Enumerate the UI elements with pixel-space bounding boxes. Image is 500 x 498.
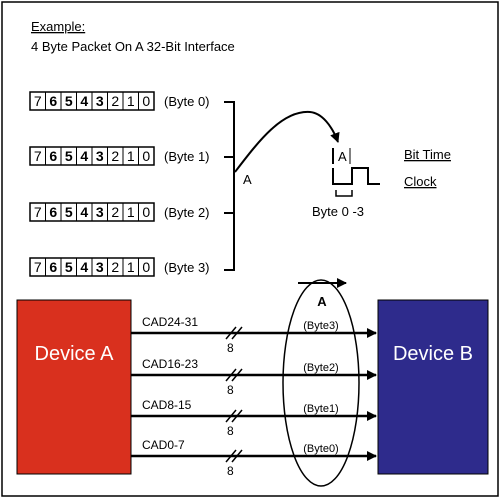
lane-slash <box>225 409 237 423</box>
clock-label: Clock <box>404 174 437 189</box>
bit-cell: 1 <box>127 259 135 275</box>
bit-cell: 1 <box>127 204 135 220</box>
lane-signal: CAD8-15 <box>142 398 192 412</box>
bit-cell: 5 <box>65 204 73 220</box>
lane-slash <box>225 326 237 340</box>
bus-lane: CAD16-23 8 (Byte2) <box>131 357 377 397</box>
bit-cell: 4 <box>80 204 88 220</box>
bit-cell: 2 <box>111 93 119 109</box>
lane-slash <box>231 368 243 382</box>
clock-marker-label: A <box>338 149 347 164</box>
bit-cell: 0 <box>142 148 150 164</box>
clock-waveform <box>332 167 380 185</box>
bit-cell: 5 <box>65 93 73 109</box>
bit-cell: 3 <box>96 93 104 109</box>
bit-cell: 7 <box>34 204 42 220</box>
bracket-label: A <box>243 172 252 187</box>
bit-time-span: Byte 0 -3 <box>312 204 364 219</box>
bit-cell: 5 <box>65 148 73 164</box>
bit-cell: 6 <box>49 148 57 164</box>
bit-cell: 0 <box>142 93 150 109</box>
bit-cell: 7 <box>34 259 42 275</box>
lane-width: 8 <box>227 424 234 438</box>
bit-cell: 4 <box>80 93 88 109</box>
lane-width: 8 <box>227 383 234 397</box>
lane-slash <box>225 368 237 382</box>
bus-label: A <box>317 294 327 309</box>
lane-payload: (Byte2) <box>303 362 338 374</box>
bit-cell: 3 <box>96 259 104 275</box>
bit-cell: 1 <box>127 148 135 164</box>
bit-cell: 3 <box>96 204 104 220</box>
bit-cell: 2 <box>111 148 119 164</box>
byte-label: (Byte 2) <box>164 205 210 220</box>
bit-cell: 6 <box>49 93 57 109</box>
curve-arrow <box>234 110 340 173</box>
bit-cell: 0 <box>142 204 150 220</box>
lane-payload: (Byte3) <box>303 320 338 332</box>
bus-ellipse <box>282 279 360 487</box>
device-a-label: Device A <box>35 343 115 365</box>
lane-width: 8 <box>227 464 234 478</box>
lane-slash <box>231 326 243 340</box>
byte-label: (Byte 0) <box>164 94 210 109</box>
bit-time-label: Bit Time <box>404 147 451 162</box>
bit-cell: 4 <box>80 259 88 275</box>
bus-lanes: CAD24-31 8 (Byte3) CAD16-23 8 (Byte2) CAD8-15 8… <box>131 315 377 478</box>
bit-cell: 1 <box>127 93 135 109</box>
lane-slash <box>231 409 243 423</box>
device-b-label: Device B <box>393 343 473 365</box>
bit-cell: 5 <box>65 259 73 275</box>
device-b-box <box>377 299 489 475</box>
lane-signal: CAD16-23 <box>142 357 198 371</box>
lane-width: 8 <box>227 341 234 355</box>
bus-lane: CAD24-31 8 (Byte3) <box>131 315 377 355</box>
bit-cell: 7 <box>34 148 42 164</box>
bit-time-bracket <box>335 190 353 197</box>
lane-signal: CAD24-31 <box>142 315 198 329</box>
lane-slash <box>225 449 237 463</box>
lane-payload: (Byte1) <box>303 403 338 415</box>
byte-bracket <box>224 101 235 271</box>
bit-cell: 7 <box>34 93 42 109</box>
lane-slash <box>231 449 243 463</box>
bus-lane: CAD8-15 8 (Byte1) <box>131 398 377 438</box>
bit-cell: 2 <box>111 204 119 220</box>
bit-cell: 3 <box>96 148 104 164</box>
example-label: Example: <box>31 19 85 34</box>
bit-cell: 6 <box>49 259 57 275</box>
bit-cell: 0 <box>142 259 150 275</box>
byte-label: (Byte 1) <box>164 149 210 164</box>
bit-cell: 4 <box>80 148 88 164</box>
lane-payload: (Byte0) <box>303 443 338 455</box>
device-a-box <box>16 299 132 475</box>
byte-label: (Byte 3) <box>164 260 210 275</box>
bit-cell: 2 <box>111 259 119 275</box>
bit-cell: 6 <box>49 204 57 220</box>
subtitle: 4 Byte Packet On A 32-Bit Interface <box>31 39 235 54</box>
bus-lane: CAD0-7 8 (Byte0) <box>131 438 377 478</box>
lane-signal: CAD0-7 <box>142 438 185 452</box>
